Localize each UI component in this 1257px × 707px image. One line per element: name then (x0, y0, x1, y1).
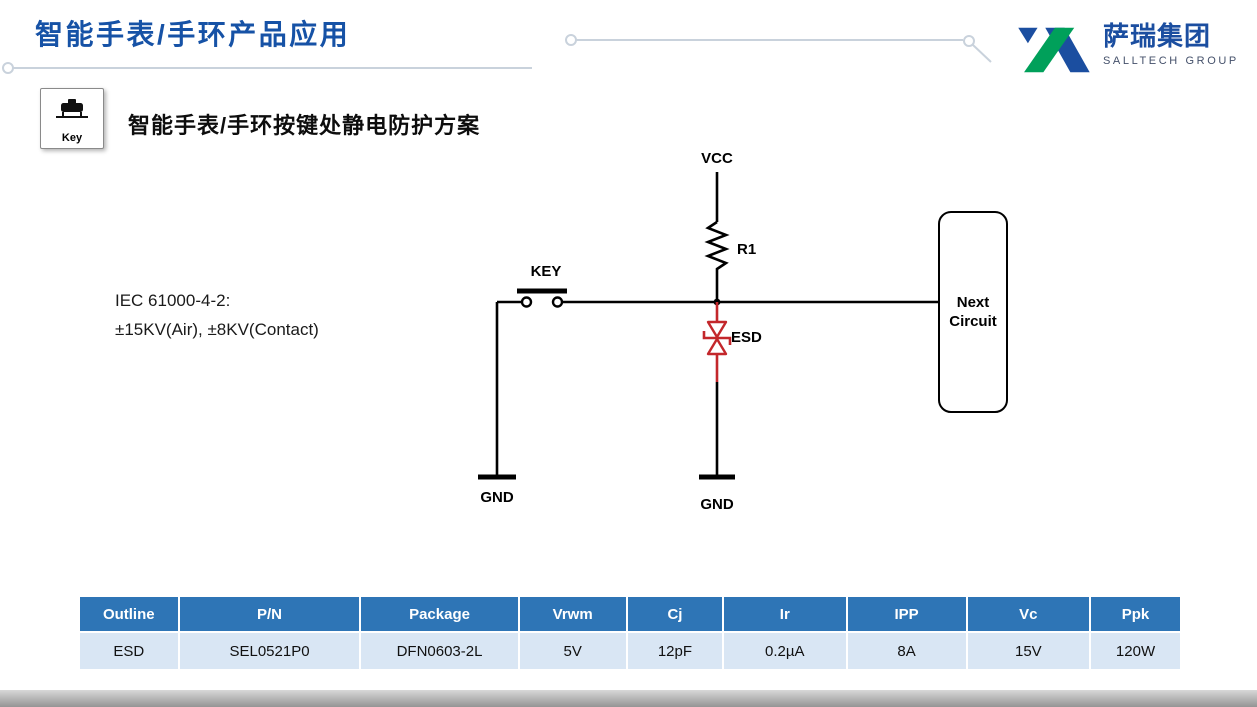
key-switch-symbol (517, 288, 567, 308)
header-cell-vrwm: Vrwm (519, 597, 626, 631)
bottom-bar (0, 690, 1257, 707)
header-cell-cj: Cj (627, 597, 723, 631)
spec-table: Outline P/N Package Vrwm Cj Ir IPP Vc Pp… (78, 595, 1182, 671)
key-label: KEY (530, 263, 562, 280)
header-cell-package: Package (361, 597, 518, 631)
iec-line-2: ±15KV(Air), ±8KV(Contact) (115, 319, 319, 339)
key-box-label: Key (61, 132, 83, 144)
iec-line-1: IEC 61000-4-2: (115, 291, 231, 310)
header-cell-ipp: IPP (847, 597, 966, 631)
cell-ipp: 8A (847, 633, 966, 669)
resistor-symbol (704, 220, 730, 276)
logo: 萨瑞集团 SALLTECH GROUP (1012, 21, 1239, 78)
header-cell-vc: Vc (967, 597, 1090, 631)
esd-label: ESD (731, 329, 762, 346)
cell-vrwm: 5V (519, 633, 626, 669)
vcc-label: VCC (701, 150, 733, 167)
next-circuit-line1: Next (956, 293, 990, 311)
junction-dot (713, 298, 721, 306)
cell-ppk: 120W (1091, 633, 1180, 669)
table-row: ESD SEL0521P0 DFN0603-2L 5V 12pF 0.2µA 8… (80, 633, 1180, 669)
table-header-row: Outline P/N Package Vrwm Cj Ir IPP Vc Pp… (80, 597, 1180, 631)
logo-name-en: SALLTECH GROUP (1103, 54, 1239, 67)
tvs-diode-symbol (702, 302, 732, 382)
logo-name-cn: 萨瑞集团 (1103, 21, 1212, 51)
header-cell-outline: Outline (80, 597, 178, 631)
page-title: 智能手表/手环产品应用 (35, 19, 351, 50)
circuit-wires (495, 276, 940, 475)
iec-standard-note: IEC 61000-4-2: ±15KV(Air), ±8KV(Contact) (115, 287, 319, 345)
logo-text: 萨瑞集团 SALLTECH GROUP (1103, 21, 1239, 67)
cell-pn: SEL0521P0 (179, 633, 360, 669)
cell-package: DFN0603-2L (361, 633, 518, 669)
cell-ir: 0.2µA (724, 633, 846, 669)
resistor-label: R1 (737, 241, 757, 258)
cell-cj: 12pF (627, 633, 723, 669)
cell-outline: ESD (80, 633, 178, 669)
next-circuit-box: Next Circuit (938, 211, 1008, 413)
key-icon-box: Key (40, 88, 104, 149)
gnd-right-label: GND (700, 496, 734, 513)
gnd-left-label: GND (480, 489, 514, 506)
header-cell-pn: P/N (179, 597, 360, 631)
header-cell-ppk: Ppk (1091, 597, 1180, 631)
cell-vc: 15V (967, 633, 1090, 669)
logo-mark-icon (1018, 27, 1090, 73)
next-circuit-line2: Circuit (949, 313, 997, 330)
section-heading: 智能手表/手环按键处静电防护方案 (128, 113, 481, 138)
header-cell-ir: Ir (724, 597, 846, 631)
key-button-icon (56, 99, 88, 118)
